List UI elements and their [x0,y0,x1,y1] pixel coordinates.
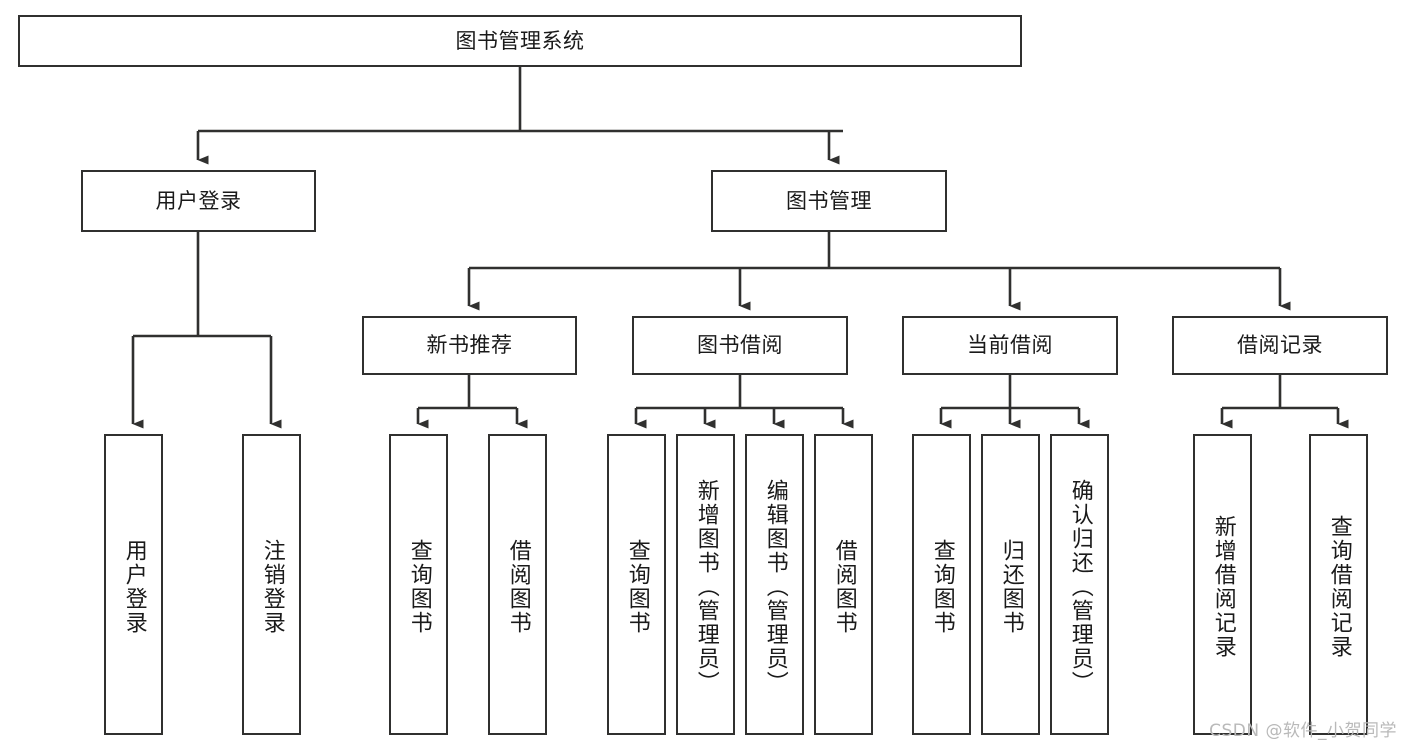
node-label: 用户登录 [155,188,242,213]
node-leaf-return-book[interactable]: 归还图书 [981,434,1040,735]
node-leaf-query-book-recommend[interactable]: 查询图书 [389,434,448,735]
node-leaf-edit-book[interactable]: 编辑图书（管理员） [745,434,804,735]
node-leaf-query-book-borrow[interactable]: 查询图书 [607,434,666,735]
node-label: 确认归还（管理员） [1067,478,1093,695]
node-label: 新书推荐 [426,333,513,358]
node-current-borrow[interactable]: 当前借阅 [902,316,1118,375]
node-leaf-confirm-return[interactable]: 确认归还（管理员） [1050,434,1109,735]
node-root-book-management-system[interactable]: 图书管理系统 [18,15,1022,67]
node-leaf-add-book[interactable]: 新增图书（管理员） [676,434,735,735]
csdn-watermark: CSDN @软件_小贺同学 [1209,721,1397,741]
node-book-borrow[interactable]: 图书借阅 [632,316,848,375]
node-label: 编辑图书（管理员） [762,478,788,695]
node-leaf-query-borrow-record[interactable]: 查询借阅记录 [1309,434,1368,735]
node-leaf-borrow-book-recommend[interactable]: 借阅图书 [488,434,547,735]
node-label: 用户登录 [121,538,147,635]
node-label: 新增借阅记录 [1210,514,1236,659]
node-label: 查询借阅记录 [1326,514,1352,659]
node-leaf-query-book-current[interactable]: 查询图书 [912,434,971,735]
node-new-book-recommend[interactable]: 新书推荐 [362,316,577,375]
node-borrow-record[interactable]: 借阅记录 [1172,316,1388,375]
node-label: 图书管理系统 [455,28,585,53]
node-label: 图书借阅 [697,333,783,358]
node-label: 借阅图书 [831,538,857,635]
node-label: 借阅记录 [1237,333,1323,358]
node-leaf-logout-login[interactable]: 注销登录 [242,434,301,735]
node-label: 查询图书 [406,538,432,635]
node-leaf-user-login[interactable]: 用户登录 [104,434,163,735]
node-label: 归还图书 [998,538,1024,635]
node-label: 新增图书（管理员） [693,478,719,695]
node-label: 注销登录 [259,538,285,635]
node-label: 借阅图书 [505,538,531,635]
node-leaf-borrow-book[interactable]: 借阅图书 [814,434,873,735]
node-label: 查询图书 [624,538,650,635]
node-leaf-add-borrow-record[interactable]: 新增借阅记录 [1193,434,1252,735]
node-label: 查询图书 [929,538,955,635]
node-book-management[interactable]: 图书管理 [711,170,947,232]
node-label: 当前借阅 [967,333,1053,358]
node-user-login[interactable]: 用户登录 [81,170,316,232]
node-label: 图书管理 [786,188,872,213]
